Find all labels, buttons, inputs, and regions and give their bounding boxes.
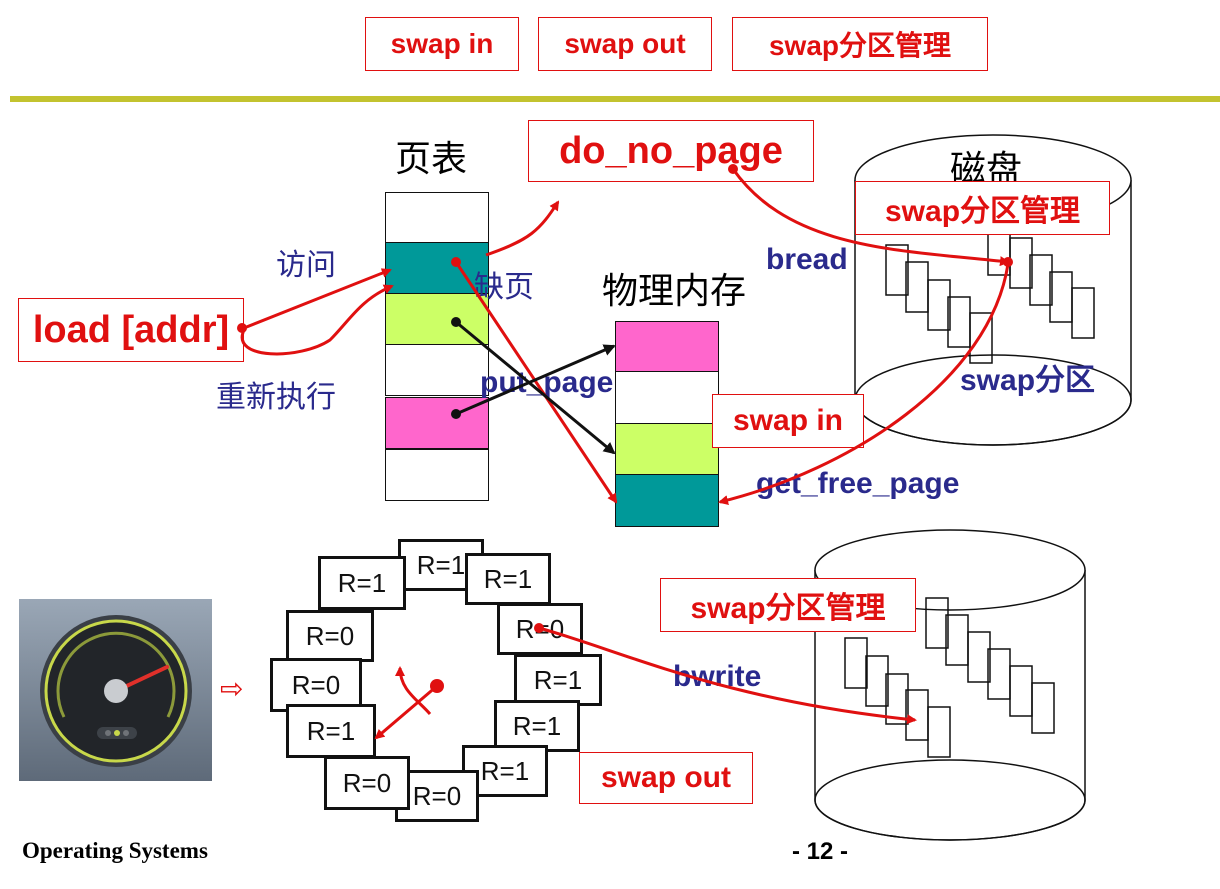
access-arrow — [243, 268, 392, 330]
do-no-page-box[interactable]: do_no_page — [528, 120, 814, 182]
load-instruction-box[interactable]: load [addr] — [18, 298, 244, 362]
reexecute-arrow — [240, 284, 394, 356]
header-divider — [10, 96, 1220, 102]
bwrite-arrow — [538, 626, 917, 725]
clock-cell: R=0 — [270, 658, 362, 712]
speedometer-image — [19, 599, 212, 781]
swap-in-box[interactable]: swap in — [712, 394, 864, 448]
speedometer-icon — [40, 615, 192, 767]
disk-bottom-blocks — [844, 597, 1055, 758]
disk-top-blocks — [885, 224, 1095, 364]
swap-in-header-button[interactable]: swap in — [365, 17, 519, 71]
clock-cell: R=1 — [286, 704, 376, 758]
page-table-entry — [385, 449, 489, 501]
page-table-entry — [385, 344, 489, 396]
swap-in-arrow — [718, 263, 1010, 505]
page-fault-arrow — [485, 200, 560, 257]
footer-page-number: - 12 - — [792, 838, 849, 865]
memory-frame — [615, 474, 719, 527]
clock-rotation — [395, 666, 432, 715]
swap-mgmt-box-top[interactable]: swap分区管理 — [855, 181, 1110, 235]
put-page-arrow — [455, 320, 616, 455]
swap-out-header-button[interactable]: swap out — [538, 17, 712, 71]
footer-course: Operating Systems — [22, 838, 208, 863]
physical-memory-label: 物理内存 — [602, 271, 747, 312]
page-table-label: 页表 — [395, 139, 468, 180]
clock-arrow: ⇨ — [220, 672, 244, 705]
clock-hand — [374, 684, 438, 740]
swap-out-box[interactable]: swap out — [579, 752, 753, 804]
physical-memory — [615, 321, 719, 527]
clock-cell: R=1 — [465, 553, 551, 605]
access-label: 访问 — [276, 249, 336, 282]
clock-cell: R=1 — [494, 700, 580, 752]
get-free-page-label: get_free_page — [756, 467, 960, 500]
reexecute-label: 重新执行 — [216, 381, 336, 414]
swap-mgmt-header-button[interactable]: swap分区管理 — [732, 17, 988, 71]
do-no-page-to-disk-arrow — [731, 168, 1010, 267]
swap-partition-label: swap分区 — [960, 364, 1096, 397]
map-arrow — [454, 261, 618, 504]
put-page-arrow-2 — [455, 344, 616, 416]
swap-mgmt-box-bottom[interactable]: swap分区管理 — [660, 578, 916, 632]
bread-label: bread — [766, 243, 848, 276]
clock-cell: R=0 — [324, 756, 410, 810]
clock-cell: R=1 — [318, 556, 406, 610]
page-fault-label: 缺页 — [474, 271, 534, 304]
